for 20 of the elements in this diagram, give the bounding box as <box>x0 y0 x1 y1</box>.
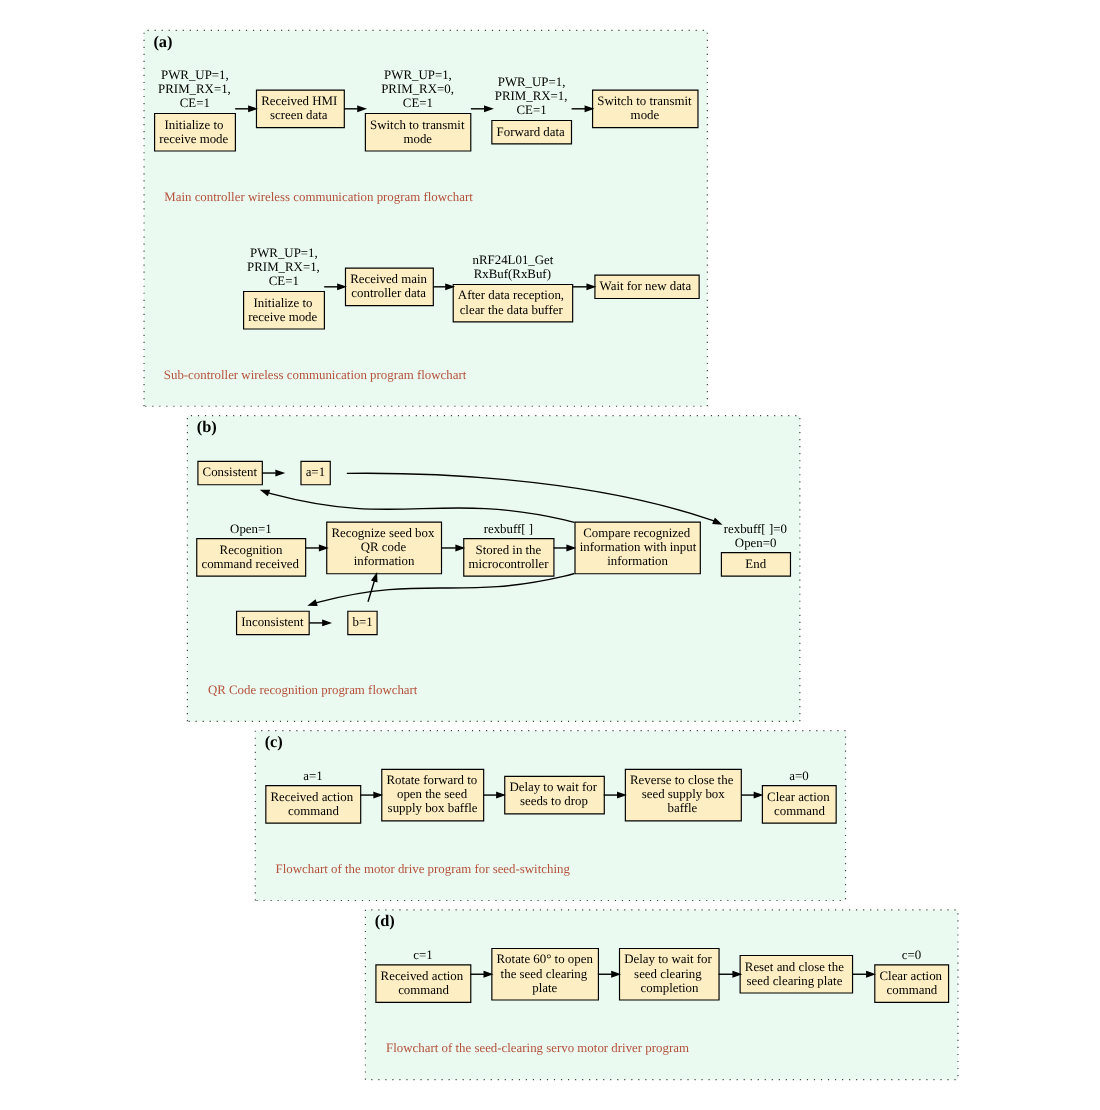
arrow <box>303 544 328 552</box>
arrow <box>551 544 576 552</box>
arrow <box>481 791 505 799</box>
arrow <box>322 283 346 291</box>
arrow <box>366 572 377 603</box>
arrow <box>440 544 465 552</box>
arrow <box>602 791 626 799</box>
arrow <box>431 283 455 291</box>
arrow <box>469 105 493 113</box>
arrow <box>233 105 257 113</box>
arrow <box>569 105 594 113</box>
arrow <box>260 469 285 477</box>
arrow <box>307 619 331 627</box>
arrow <box>739 791 763 799</box>
arrow <box>345 472 722 525</box>
arrow <box>258 489 575 524</box>
arrow <box>342 105 367 113</box>
arrow <box>306 572 575 606</box>
arrow <box>571 283 596 291</box>
arrow <box>358 791 383 799</box>
